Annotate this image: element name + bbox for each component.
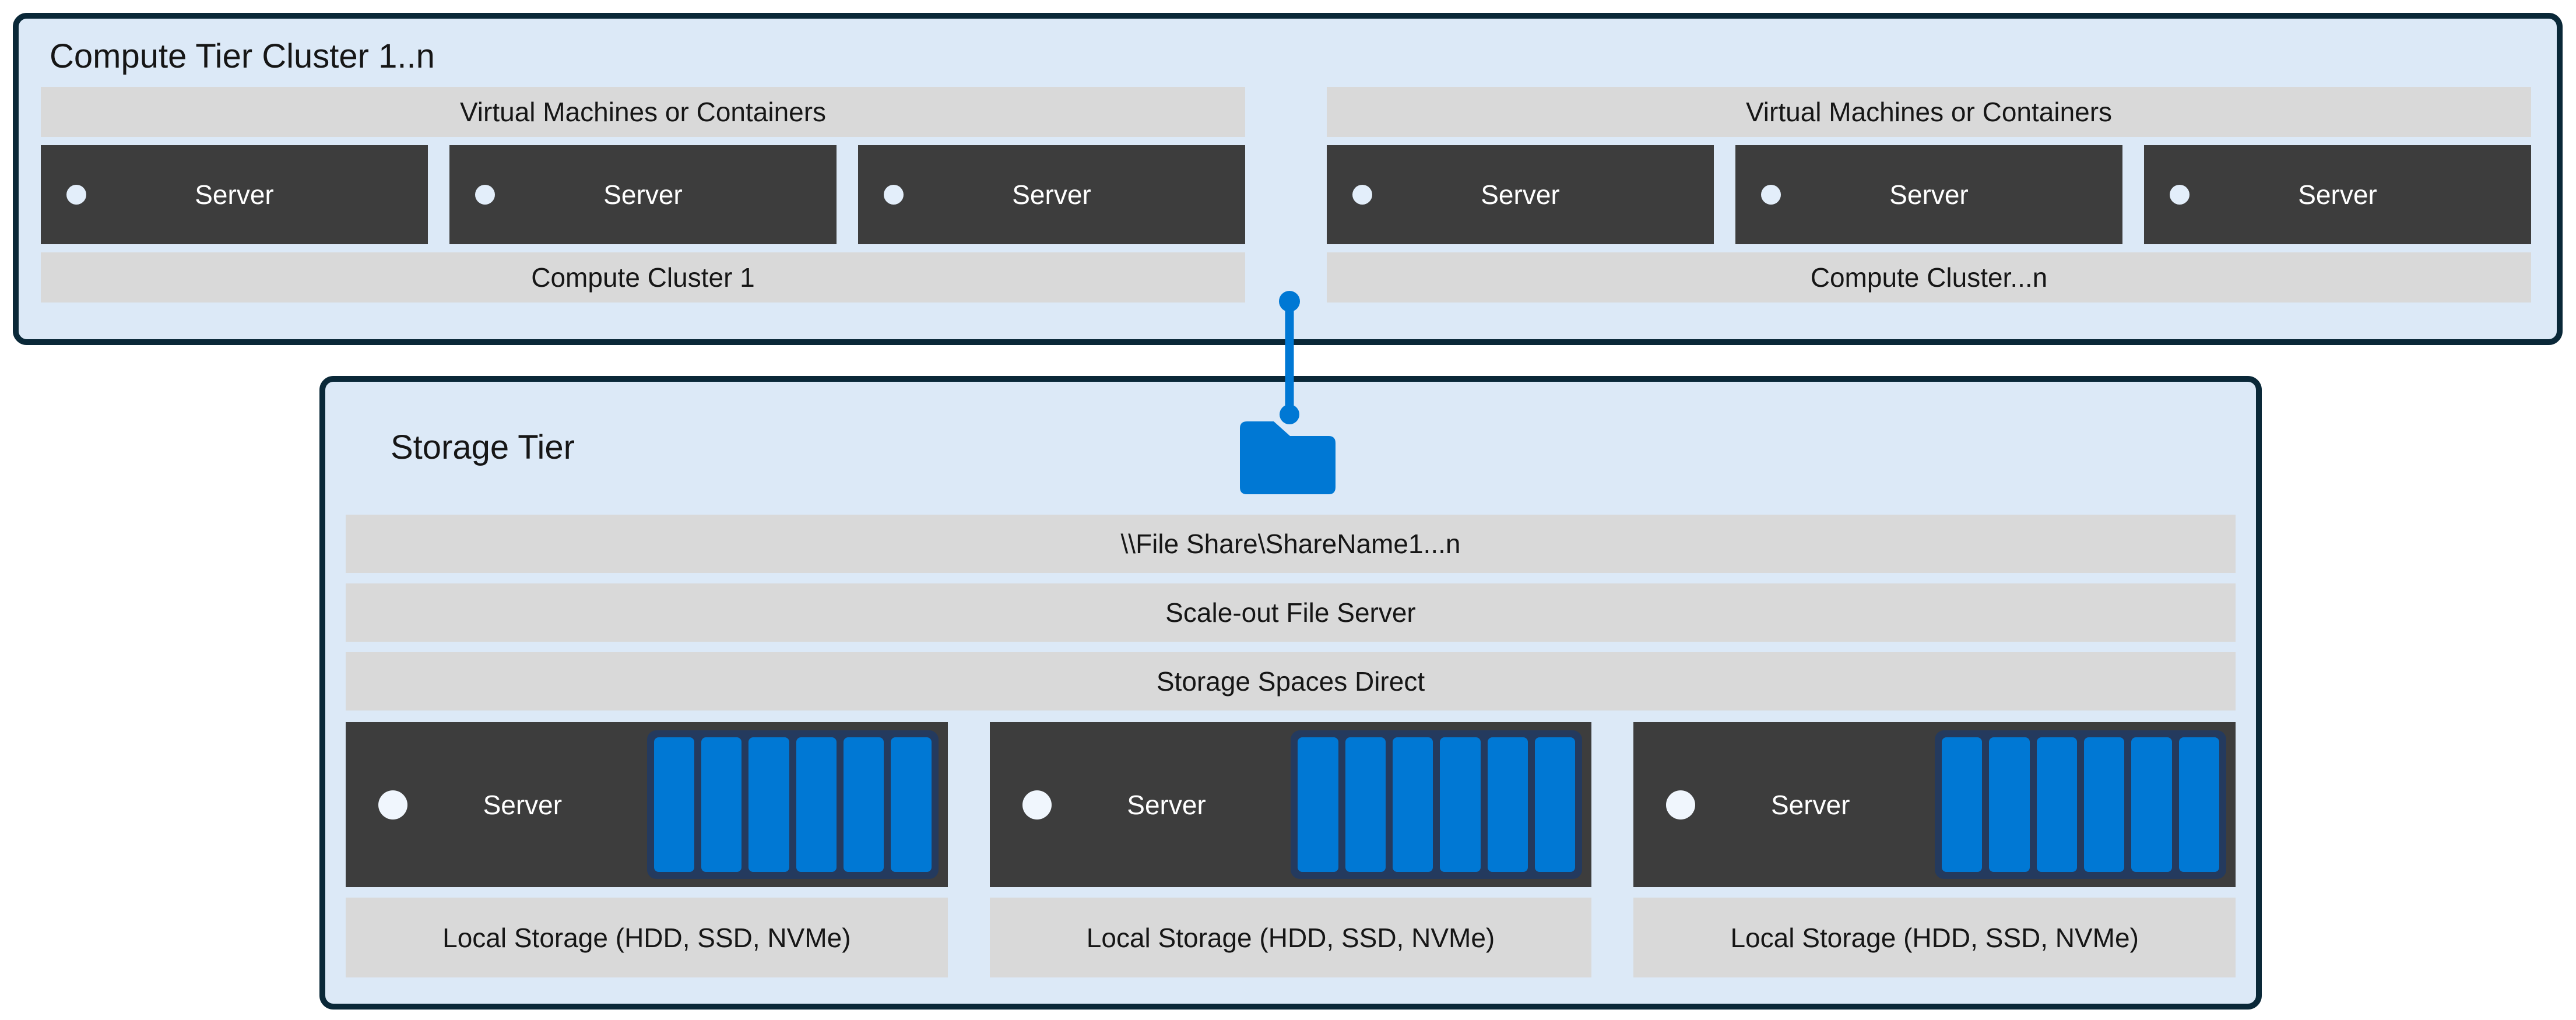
server-label: Server (1012, 180, 1091, 210)
disk-array-icon (1935, 730, 2227, 879)
disk-icon (1942, 737, 1983, 872)
server-row: Server Server Server (1327, 145, 2531, 244)
server-led-icon (1761, 185, 1781, 205)
compute-tier-title: Compute Tier Cluster 1..n (50, 37, 435, 75)
file-share-path: \\File Share\ShareName1...n (1120, 529, 1461, 559)
disk-icon (2178, 737, 2219, 872)
server-led-icon (66, 185, 86, 205)
file-share-bar: \\File Share\ShareName1...n (346, 515, 2236, 573)
local-storage-bar: Local Storage (HDD, SSD, NVMe) (346, 898, 948, 977)
compute-server: Server (41, 145, 428, 244)
compute-cluster-group-n: Virtual Machines or Containers Server Se… (1327, 87, 2531, 303)
server-led-icon (884, 185, 904, 205)
server-led-icon (1352, 185, 1372, 205)
storage-server: Server (989, 722, 1592, 887)
storage-node: Server Local Storage (HDD, SSD, NVMe) (1633, 722, 2236, 977)
scale-out-file-server-bar: Scale-out File Server (346, 583, 2236, 642)
disk-array-icon (646, 730, 939, 879)
disk-icon (1345, 737, 1386, 872)
server-led-icon (378, 790, 407, 819)
server-row: Server Server Server (41, 145, 1245, 244)
storage-server: Server (346, 722, 948, 887)
compute-cluster-group-1: Virtual Machines or Containers Server Se… (41, 87, 1245, 303)
disk-array-icon (1291, 730, 1583, 879)
compute-cluster-bar: Compute Cluster 1 (41, 252, 1245, 303)
server-label: Server (603, 180, 683, 210)
vm-containers-label: Virtual Machines or Containers (459, 97, 827, 127)
disk-icon (891, 737, 932, 872)
disk-icon (1487, 737, 1528, 872)
storage-node: Server Local Storage (HDD, SSD, NVMe) (989, 722, 1592, 977)
disk-icon (701, 737, 742, 872)
compute-tier-box: Compute Tier Cluster 1..n Virtual Machin… (13, 13, 2563, 345)
compute-server: Server (858, 145, 1245, 244)
storage-node: Server Local Storage (HDD, SSD, NVMe) (346, 722, 948, 977)
local-storage-label: Local Storage (HDD, SSD, NVMe) (1730, 922, 2139, 953)
disk-icon (796, 737, 837, 872)
disk-icon (2131, 737, 2172, 872)
server-led-icon (1022, 790, 1052, 819)
storage-tier-title: Storage Tier (391, 428, 575, 466)
vm-containers-label: Virtual Machines or Containers (1745, 97, 2113, 127)
disk-icon (843, 737, 884, 872)
disk-icon (1298, 737, 1338, 872)
disk-icon (1440, 737, 1481, 872)
local-storage-label: Local Storage (HDD, SSD, NVMe) (442, 922, 851, 953)
disk-icon (1989, 737, 2030, 872)
scale-out-file-server-label: Scale-out File Server (1165, 597, 1416, 628)
server-led-icon (1666, 790, 1696, 819)
vm-containers-bar: Virtual Machines or Containers (41, 87, 1245, 137)
storage-server: Server (1633, 722, 2236, 887)
storage-spaces-direct-bar: Storage Spaces Direct (346, 652, 2236, 711)
local-storage-bar: Local Storage (HDD, SSD, NVMe) (989, 898, 1592, 977)
compute-server: Server (1735, 145, 2122, 244)
server-label: Server (1481, 180, 1560, 210)
compute-cluster-label: Compute Cluster 1 (531, 262, 755, 293)
compute-cluster-bar: Compute Cluster...n (1327, 252, 2531, 303)
compute-server: Server (2144, 145, 2531, 244)
compute-server: Server (449, 145, 837, 244)
disk-icon (748, 737, 789, 872)
vm-containers-bar: Virtual Machines or Containers (1327, 87, 2531, 137)
disk-icon (653, 737, 694, 872)
storage-nodes-row: Server Local Storage (HDD, SSD, NVMe) (346, 722, 2236, 977)
compute-server: Server (1327, 145, 1714, 244)
local-storage-bar: Local Storage (HDD, SSD, NVMe) (1633, 898, 2236, 977)
server-led-icon (475, 185, 495, 205)
server-label: Server (1127, 789, 1206, 820)
disk-icon (2036, 737, 2077, 872)
server-label: Server (483, 789, 563, 820)
server-label: Server (1770, 789, 1850, 820)
storage-tier-box: Storage Tier \\File Share\ShareName1...n… (319, 376, 2262, 1010)
disk-icon (1534, 737, 1576, 872)
server-label: Server (2298, 180, 2377, 210)
compute-cluster-label: Compute Cluster...n (1810, 262, 2048, 293)
server-label: Server (195, 180, 274, 210)
storage-spaces-direct-label: Storage Spaces Direct (1156, 666, 1425, 697)
server-label: Server (1889, 180, 1969, 210)
disk-icon (1393, 737, 1433, 872)
disk-icon (2084, 737, 2125, 872)
server-led-icon (2170, 185, 2190, 205)
local-storage-label: Local Storage (HDD, SSD, NVMe) (1086, 922, 1495, 953)
